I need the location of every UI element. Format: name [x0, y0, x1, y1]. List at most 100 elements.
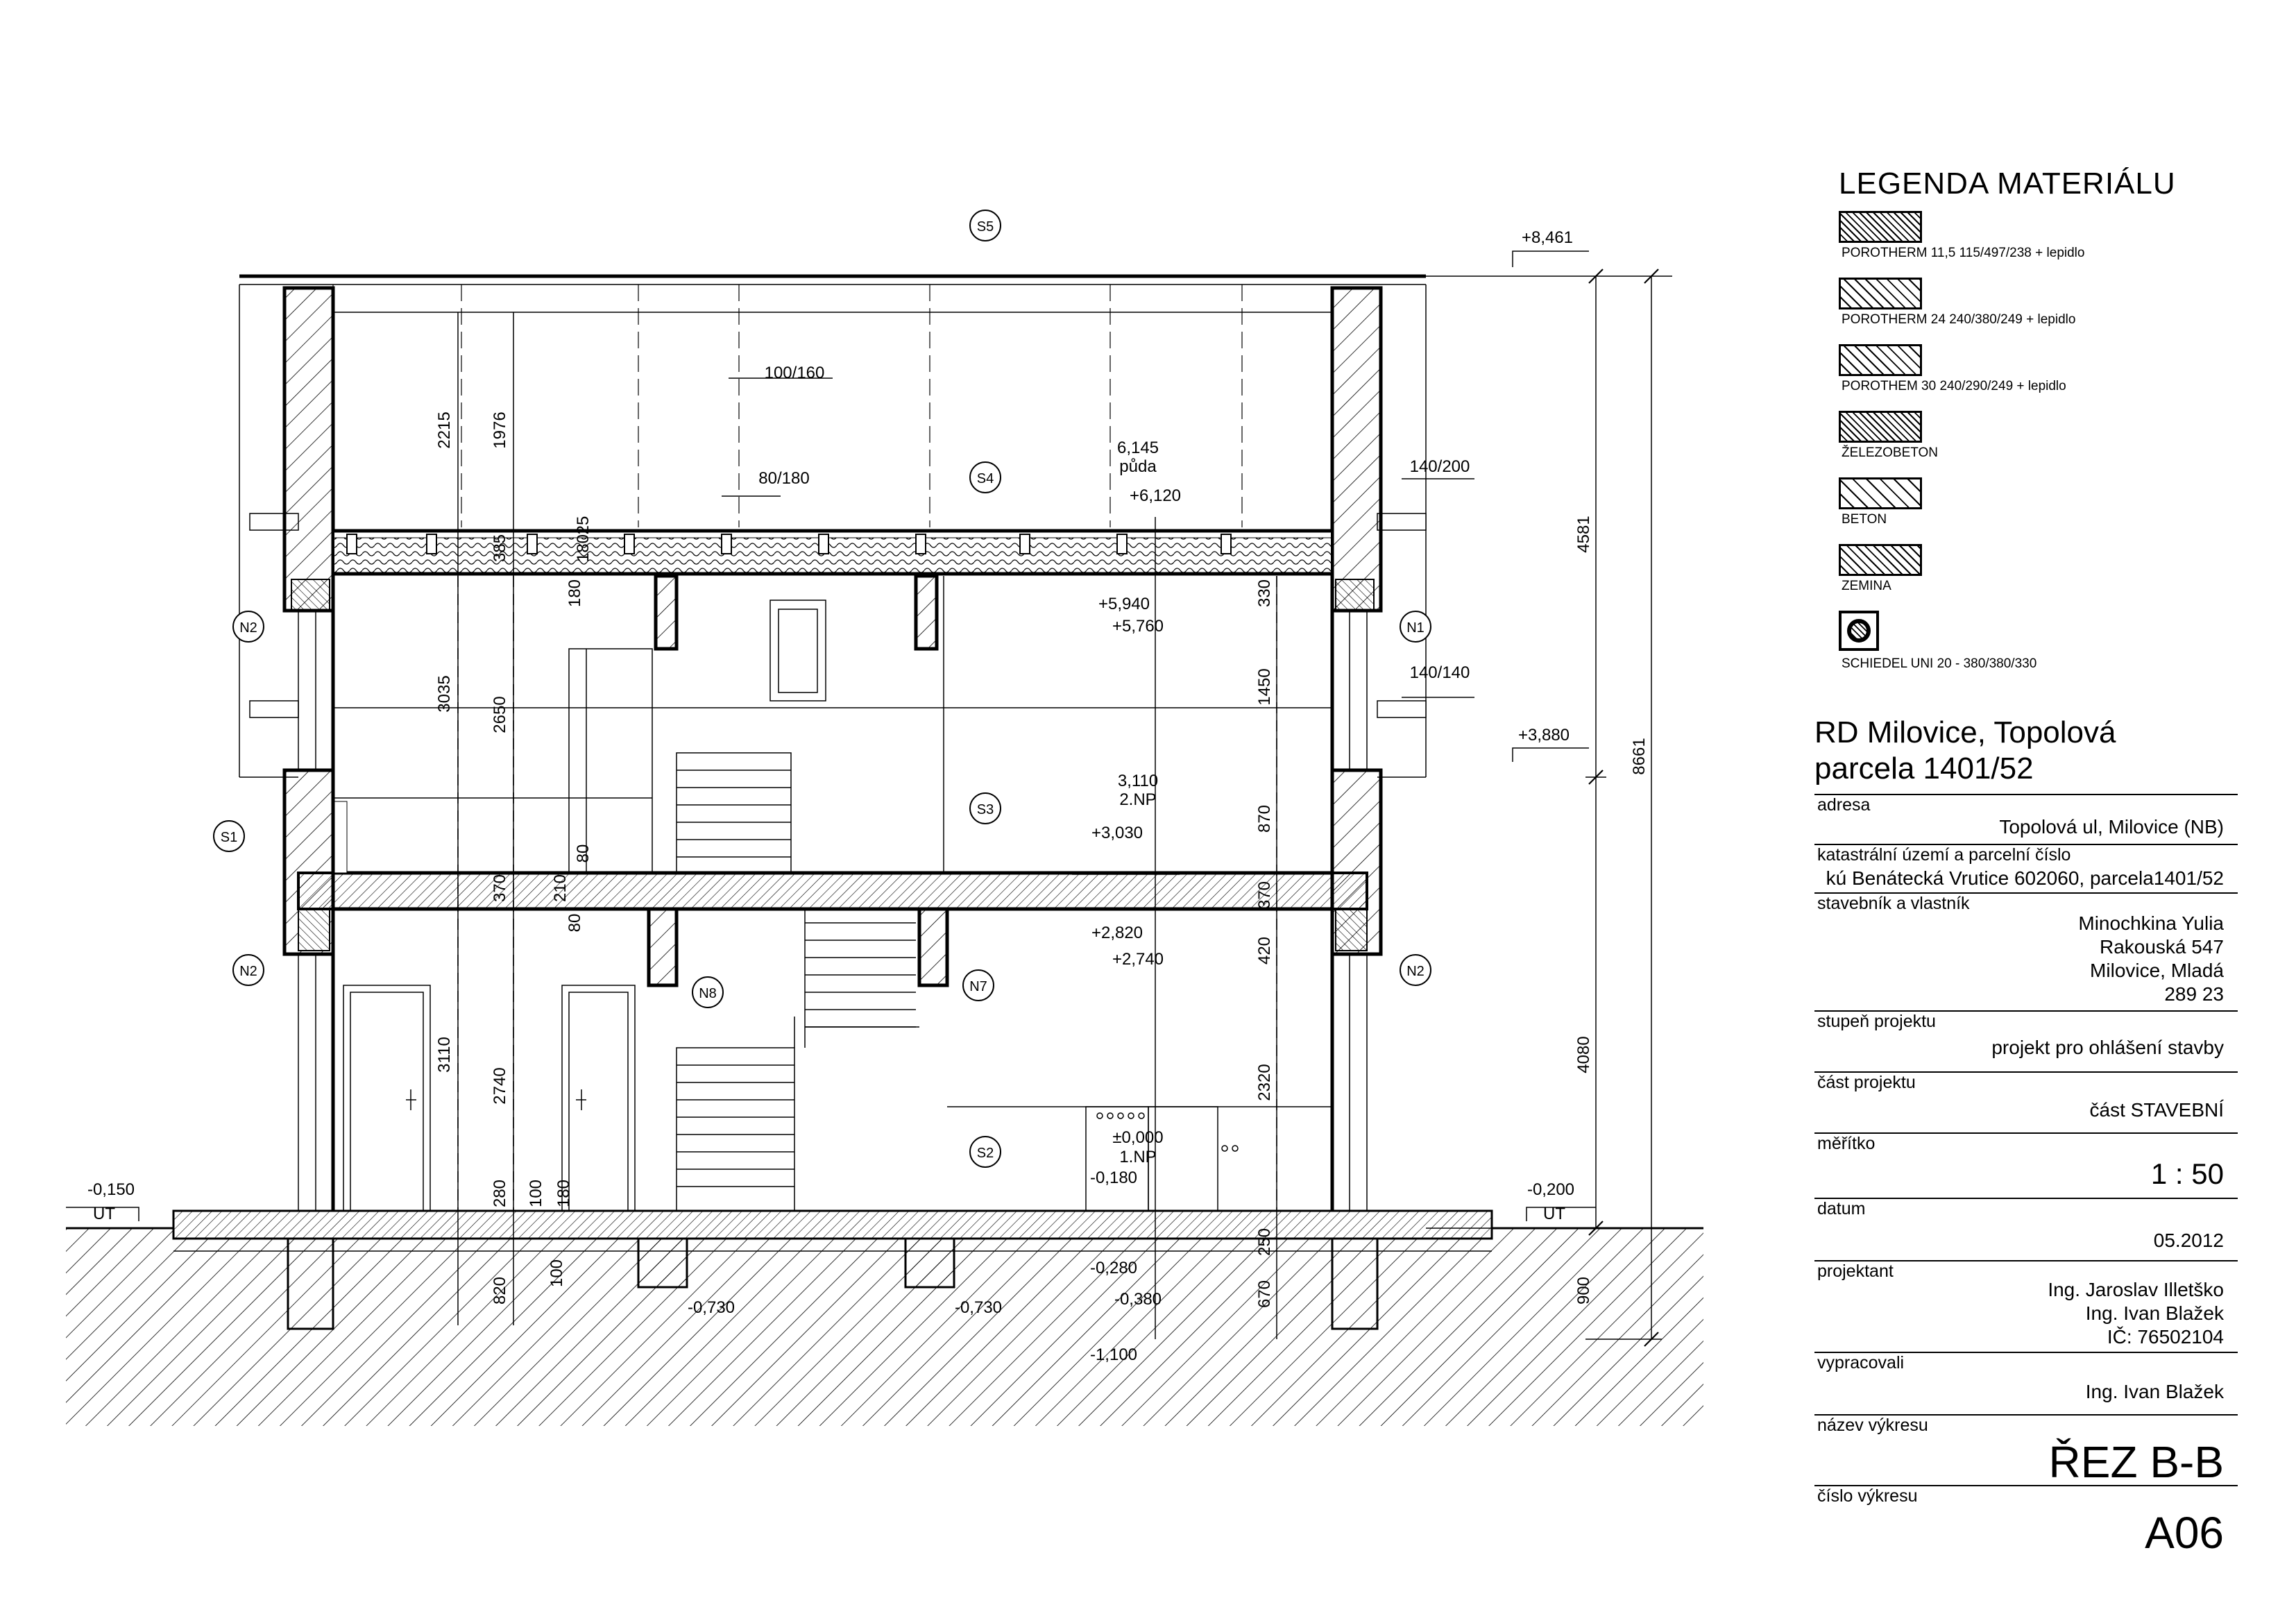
- tb-row-part: část projektu část STAVEBNÍ: [1814, 1071, 2238, 1132]
- dimension-lines: [66, 250, 1672, 1347]
- dimension-label: 2740: [491, 1067, 509, 1104]
- dimension-label: 2320: [1255, 1064, 1274, 1101]
- dimension-label: 25: [574, 516, 593, 535]
- dimension-label: 870: [1255, 805, 1274, 833]
- tb-row-stage: stupeň projektu projekt pro ohlášení sta…: [1814, 1010, 2238, 1071]
- level-label: +5,940: [1098, 595, 1150, 613]
- markers: [213, 210, 1431, 1168]
- level-label: -0,200: [1527, 1180, 1574, 1199]
- title-block: RD Milovice, Topolová parcela 1401/52 ad…: [1814, 715, 2238, 1558]
- dimension-label: 3035: [435, 675, 454, 712]
- tb-value: Ing. Jaroslav Illetško Ing. Ivan Blažek …: [1814, 1261, 2238, 1349]
- level-label: 3,110: [1118, 772, 1158, 790]
- dimension-label: 900: [1574, 1277, 1593, 1305]
- wall-marker-label: N2: [1406, 964, 1425, 979]
- legend-item: POROTHERM 11,5 115/497/238 + lepidlo: [1839, 211, 2227, 278]
- tb-value: 05.2012: [2153, 1230, 2224, 1251]
- tb-label: adresa: [1817, 795, 1871, 815]
- beam-label: 140/200: [1410, 457, 1470, 476]
- level-label: -0,280: [1090, 1259, 1137, 1277]
- dimension-label: 180: [574, 534, 593, 562]
- dimension-label: 80: [566, 914, 584, 933]
- dimension-label: 2650: [491, 696, 509, 733]
- tb-row-owner: stavebník a vlastník Minochkina Yulia Ra…: [1814, 892, 2238, 1010]
- level-label: 6,145: [1117, 439, 1159, 457]
- level-label: UT: [1543, 1205, 1565, 1223]
- wall-marker-label: N1: [1406, 620, 1425, 636]
- beam-label: 80/180: [758, 469, 809, 488]
- tb-value: ŘEZ B-B: [2048, 1437, 2224, 1487]
- dimension-label: 250: [1255, 1228, 1274, 1256]
- dimension-label: 1450: [1255, 668, 1274, 705]
- dimension-label: 2215: [435, 411, 454, 448]
- tb-value-line: IČ: 76502104: [2107, 1326, 2224, 1348]
- tb-label: stavebník a vlastník: [1817, 894, 1970, 913]
- tb-value-line: Ing. Jaroslav Illetško: [2048, 1279, 2224, 1300]
- legend-swatch: [1839, 544, 1922, 576]
- legend-item: SCHIEDEL UNI 20 - 380/380/330: [1839, 611, 2227, 677]
- beam-label: 100/160: [765, 364, 825, 382]
- level-label: -0,730: [955, 1298, 1002, 1317]
- dimension-label: 210: [551, 874, 570, 902]
- project-parcel: parcela 1401/52: [1814, 751, 2034, 785]
- legend-label: BETON: [1842, 512, 1887, 527]
- dimension-label: 820: [491, 1277, 509, 1305]
- tb-row-drawing-number: číslo výkresu A06: [1814, 1485, 2238, 1558]
- legend-item: BETON: [1839, 477, 2227, 544]
- level-label: -0,380: [1114, 1290, 1162, 1309]
- level-label: +3,880: [1518, 726, 1570, 745]
- dimension-label: 420: [1255, 937, 1274, 965]
- legend-label: POROTHEM 30 240/290/249 + lepidlo: [1842, 379, 2066, 393]
- dimension-label: 370: [491, 874, 509, 902]
- legend-title: LEGENDA MATERIÁLU: [1839, 167, 2176, 201]
- dimension-label: 1976: [491, 411, 509, 448]
- tb-value: A06: [2145, 1508, 2224, 1558]
- level-label: +5,760: [1112, 617, 1164, 636]
- level-label: +3,030: [1091, 824, 1143, 842]
- section-marker-label: S2: [977, 1146, 994, 1161]
- level-label: -1,100: [1090, 1345, 1137, 1364]
- legend-swatch: [1839, 278, 1922, 309]
- slabs: [297, 529, 1368, 911]
- beam-label: 140/140: [1410, 663, 1470, 682]
- level-label: 2.NP: [1119, 790, 1156, 809]
- tb-row-designer: projektant Ing. Jaroslav Illetško Ing. I…: [1814, 1260, 2238, 1352]
- dimension-label: 280: [491, 1180, 509, 1207]
- tb-value: kú Benátecká Vrutice 602060, parcela1401…: [1826, 867, 2224, 889]
- tb-value-line: Rakouská 547: [2099, 936, 2224, 958]
- level-label: půda: [1119, 457, 1157, 476]
- tb-label: měřítko: [1817, 1134, 1876, 1153]
- legend-label: ZEMINA: [1842, 579, 1891, 593]
- tb-value: Minochkina Yulia Rakouská 547 Milovice, …: [1814, 894, 2238, 1006]
- tb-value-line: Minochkina Yulia: [2078, 912, 2224, 934]
- foundations: [172, 1209, 1493, 1330]
- tb-label: datum: [1817, 1199, 1866, 1218]
- tb-value: 1 : 50: [2150, 1157, 2224, 1190]
- tb-row-cadastre: katastrální území a parcelní číslo kú Be…: [1814, 844, 2238, 892]
- tb-value: Topolová ul, Milovice (NB): [1999, 816, 2224, 838]
- tb-row-address: adresa Topolová ul, Milovice (NB): [1814, 794, 2238, 844]
- level-label: ±0,000: [1112, 1128, 1163, 1147]
- dimension-label: 80: [574, 844, 593, 863]
- dimension-label: 180: [566, 579, 584, 607]
- tb-value: projekt pro ohlášení stavby: [1991, 1037, 2224, 1058]
- legend-label: POROTHERM 11,5 115/497/238 + lepidlo: [1842, 246, 2085, 260]
- legend-label: ŽELEZOBETON: [1842, 445, 1939, 460]
- legend-item: ŽELEZOBETON: [1839, 411, 2227, 477]
- tb-label: katastrální území a parcelní číslo: [1817, 845, 2071, 865]
- dimension-label: 100: [547, 1259, 566, 1287]
- level-label: UT: [93, 1205, 115, 1223]
- dimension-label: 670: [1255, 1280, 1274, 1308]
- tb-label: stupeň projektu: [1817, 1012, 1936, 1031]
- tb-label: číslo výkresu: [1817, 1486, 1918, 1506]
- tb-value: Ing. Ivan Blažek: [2085, 1381, 2224, 1402]
- dimension-label: 100: [527, 1180, 545, 1207]
- wall-marker-label: N7: [969, 979, 987, 994]
- tb-row-drawing-name: název výkresu ŘEZ B-B: [1814, 1414, 2238, 1487]
- legend-label: POROTHERM 24 240/380/249 + lepidlo: [1842, 312, 2076, 327]
- tb-value: část STAVEBNÍ: [2089, 1099, 2224, 1121]
- tb-label: vypracovali: [1817, 1353, 1905, 1373]
- level-label: +2,740: [1112, 950, 1164, 969]
